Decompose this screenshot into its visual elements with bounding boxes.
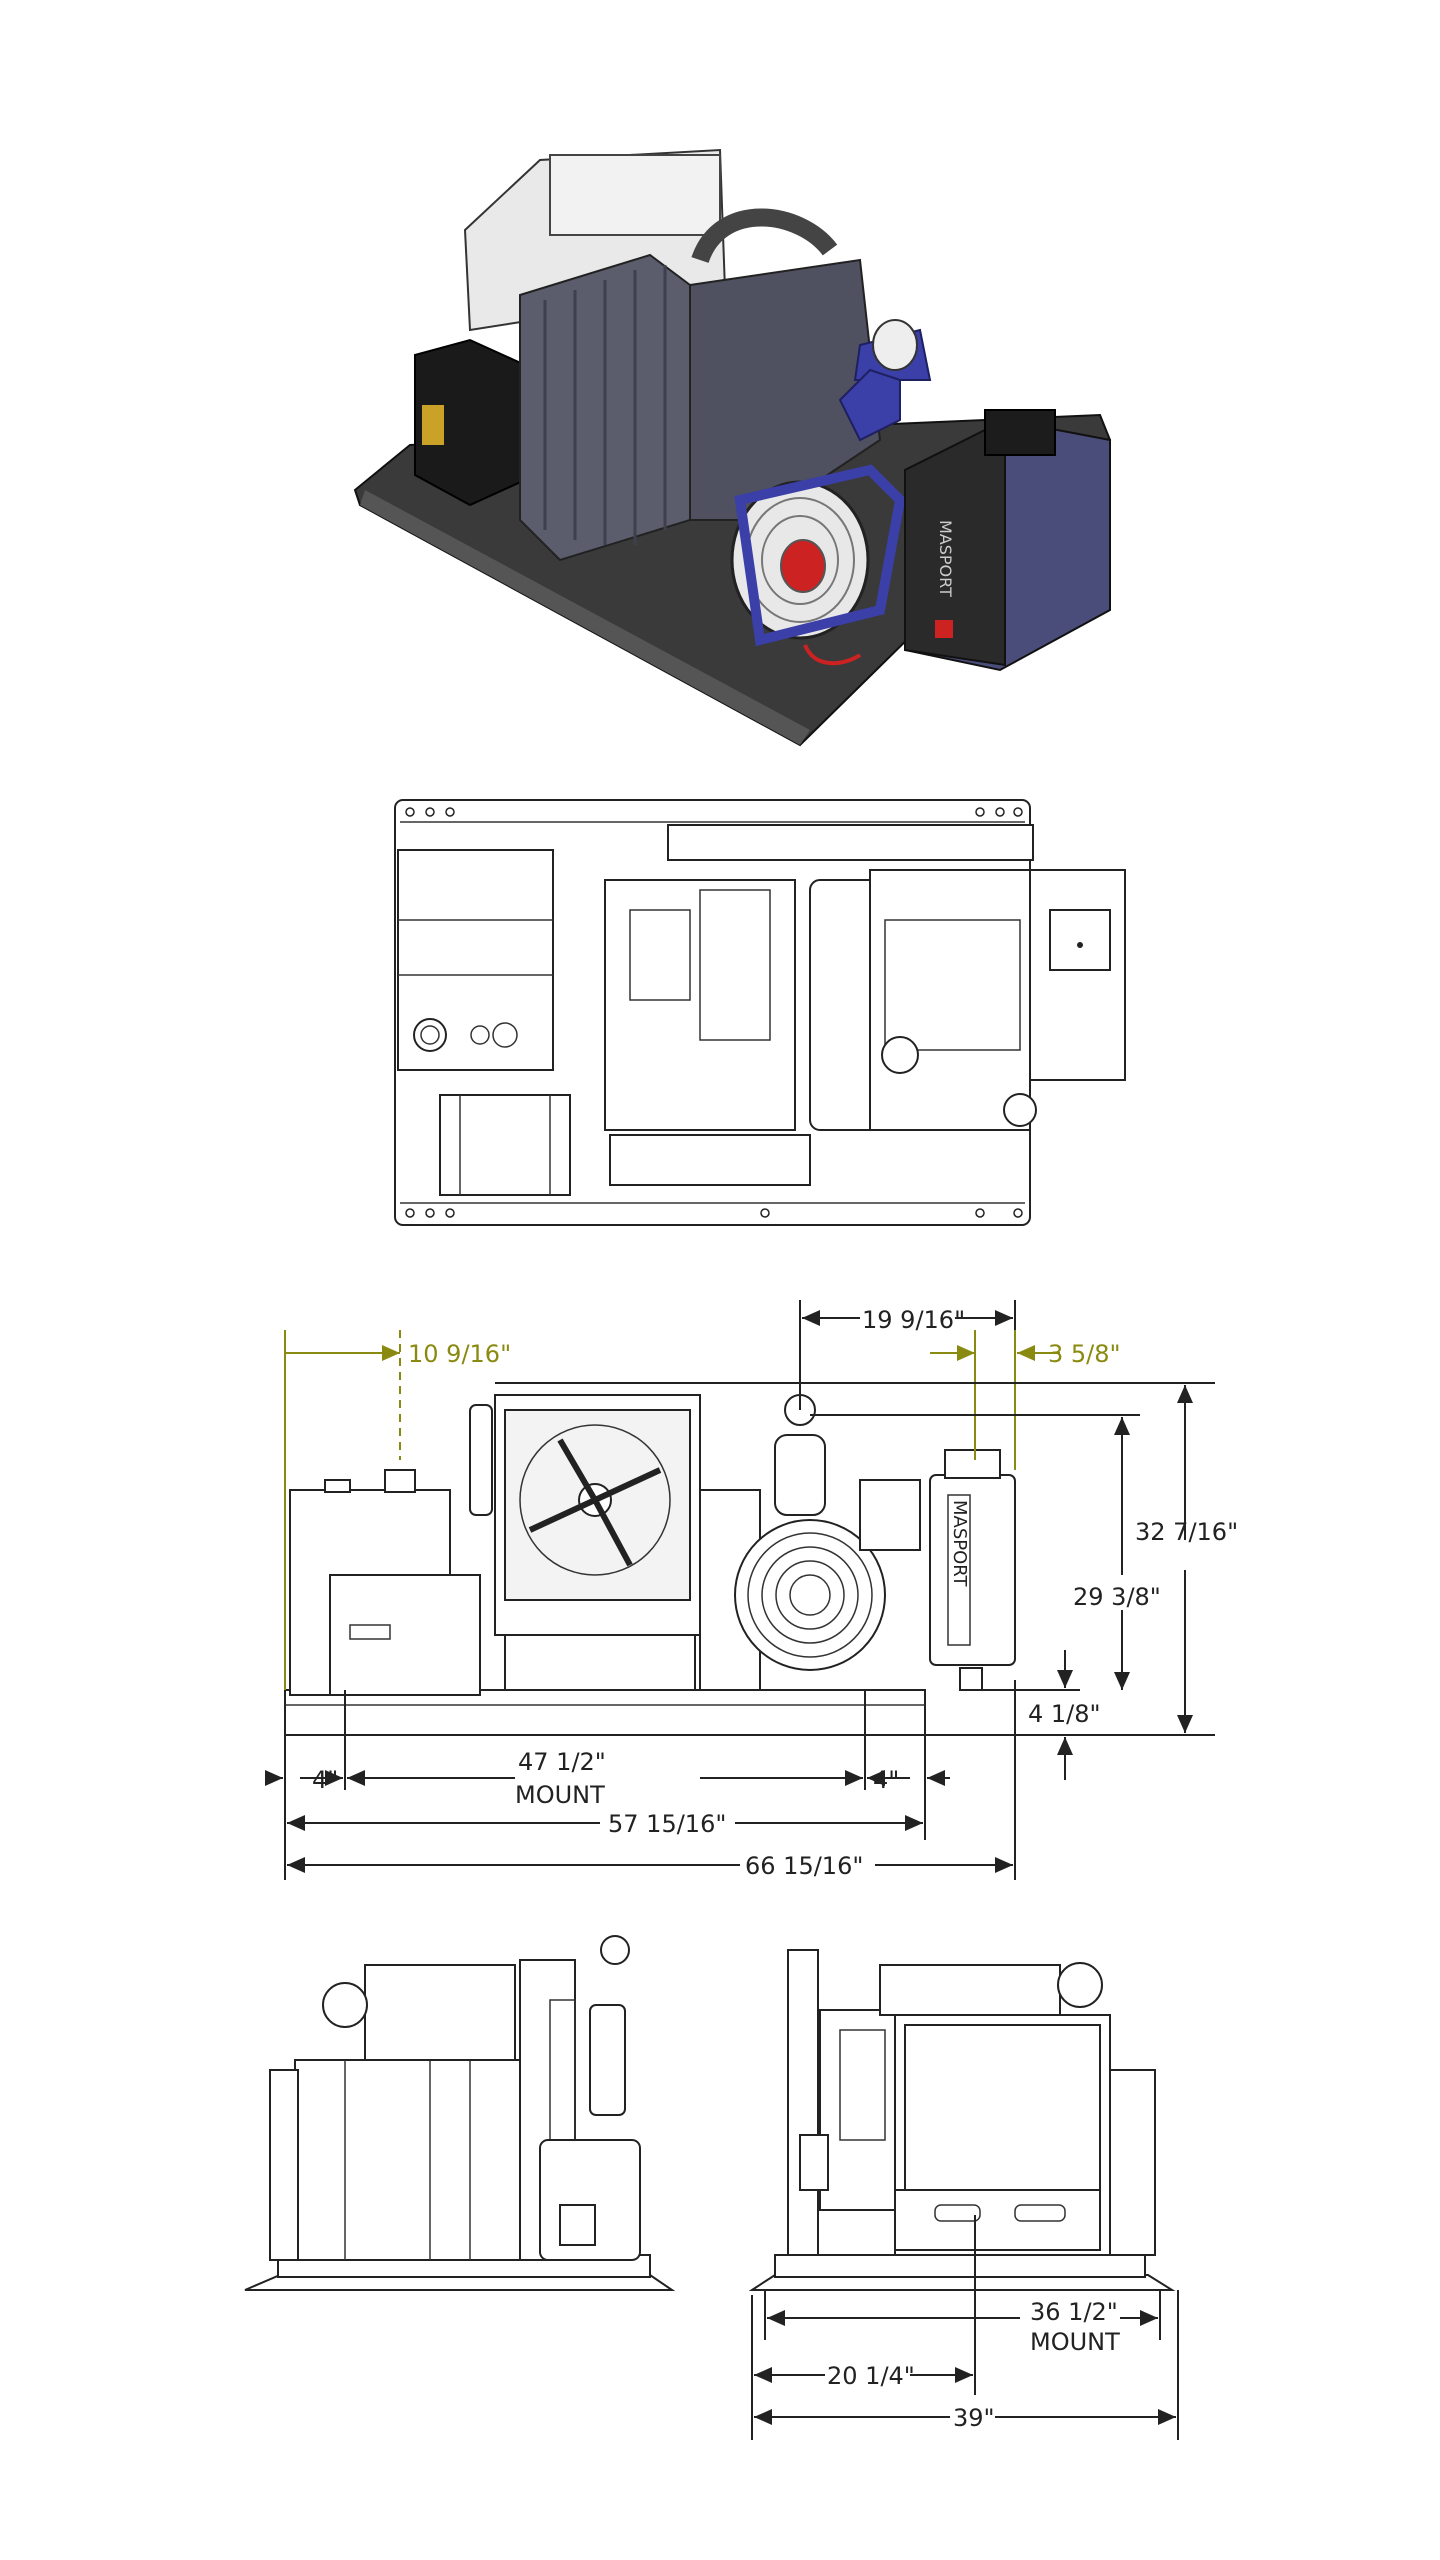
mount-label-left: MOUNT: [515, 1781, 605, 1809]
brand-label-iso: MASPORT: [936, 520, 955, 597]
end-view-left: [244, 1935, 676, 2291]
dim-4-right: 4": [873, 1766, 899, 1794]
dim-4-1-8: 4 1/8": [1028, 1700, 1101, 1728]
end-view-right: 36 1/2" MOUNT 20 1/4" 39": [748, 1949, 1179, 2440]
mount-label-right: MOUNT: [1030, 2328, 1120, 2356]
dim-20-1-4: 20 1/4": [827, 2362, 915, 2390]
radiator-fan-icon: [494, 1394, 701, 1636]
dim-3-5-8: 3 5/8": [1048, 1340, 1121, 1368]
dim-57-15-16: 57 15/16": [608, 1810, 726, 1838]
isometric-render: MASPORT: [353, 148, 1112, 747]
brand-label-side: MASPORT: [949, 1500, 970, 1587]
side-view: MASPORT 10 9/16" 3 5/8" 19 9/16" 32 7/16…: [265, 1300, 1238, 1880]
dim-19-9-16: 19 9/16": [862, 1306, 965, 1334]
dim-36-1-2: 36 1/2": [1030, 2298, 1118, 2326]
fan-guard-icon: [730, 480, 870, 640]
dim-39: 39": [953, 2404, 995, 2432]
dim-66-15-16: 66 15/16": [745, 1852, 863, 1880]
top-view: [394, 799, 1126, 1226]
dim-47-1-2: 47 1/2": [518, 1748, 606, 1776]
alternator-icon: [734, 1519, 886, 1671]
dim-32-7-16: 32 7/16": [1135, 1518, 1238, 1546]
dim-4-left: 4": [312, 1766, 338, 1794]
dim-10-9-16: 10 9/16": [408, 1340, 511, 1368]
dim-29-3-8: 29 3/8": [1073, 1583, 1161, 1611]
